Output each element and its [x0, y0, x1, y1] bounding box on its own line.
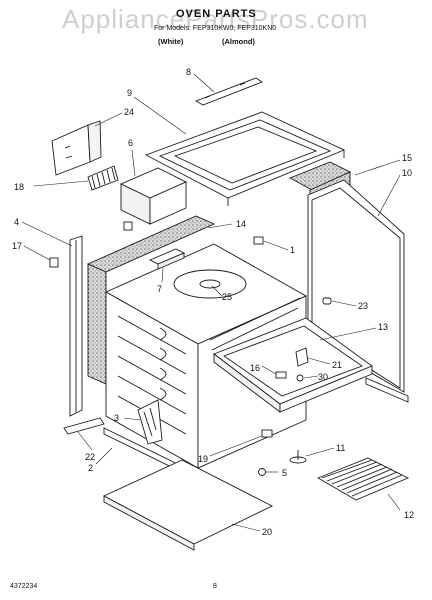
callout-24: 24 — [124, 107, 134, 117]
bottom-right-rail — [365, 377, 409, 403]
part-12-oven-rack — [316, 457, 410, 501]
part-22-bottom-rail — [63, 417, 105, 435]
model-subtitle: For Models: FEP310KW0, FEP310KN0 — [154, 25, 277, 32]
part-18-vent-grille — [87, 165, 119, 191]
page-number-footer: 8 — [213, 583, 217, 590]
part-23-fastener — [322, 297, 332, 305]
callout-14: 14 — [236, 219, 246, 229]
part-number-footer: 4372234 — [10, 583, 38, 590]
callout-21: 21 — [332, 360, 342, 370]
callout-23: 23 — [358, 301, 368, 311]
callout-25: 25 — [222, 292, 232, 302]
callout-4: 4 — [14, 217, 19, 227]
variant-white: (White) — [158, 37, 184, 46]
part-19-bracket — [261, 429, 273, 438]
part-6-vent-duct — [119, 167, 188, 231]
callout-5: 5 — [282, 468, 287, 478]
callout-13: 13 — [378, 322, 388, 332]
callout-15: 15 — [402, 153, 412, 163]
watermark-text: AppliancePartsPros.com — [62, 4, 369, 34]
part-13-broil-pan — [213, 317, 373, 413]
callout-2: 2 — [88, 463, 93, 473]
callout-22: 22 — [85, 452, 95, 462]
part-21-element-mount — [295, 347, 309, 367]
part-11-leveling-leg — [289, 450, 307, 464]
part-30-screw — [296, 374, 304, 382]
callout-3: 3 — [114, 413, 119, 423]
part-24-bracket-panel — [51, 120, 102, 176]
callout-labels: 8 9 24 6 15 10 18 4 14 1 17 7 25 23 13 2… — [12, 67, 414, 537]
callout-6: 6 — [128, 138, 133, 148]
part-3-hinge — [137, 399, 163, 445]
diagram-title: OVEN PARTS — [176, 8, 257, 20]
callout-12: 12 — [404, 510, 414, 520]
part-7-bracket — [148, 248, 186, 270]
callout-9: 9 — [127, 88, 132, 98]
callout-19: 19 — [198, 454, 208, 464]
part-1-clip — [253, 236, 264, 245]
callout-20: 20 — [262, 527, 272, 537]
part-4-left-side-panel — [69, 235, 83, 417]
callout-18: 18 — [14, 182, 24, 192]
variant-almond: (Almond) — [222, 37, 255, 46]
leader-lines — [21, 73, 401, 532]
callout-17: 17 — [12, 241, 22, 251]
part-16-broil-element-bracket — [275, 371, 287, 379]
part-8-vent-strip — [194, 77, 263, 106]
callout-1: 1 — [290, 245, 295, 255]
callout-8: 8 — [186, 67, 191, 77]
part-9-top-panel — [144, 111, 346, 206]
callout-7: 7 — [157, 284, 162, 294]
callout-10: 10 — [402, 168, 412, 178]
part-20-bottom-panel — [102, 459, 274, 551]
part-25-oval-baffle — [173, 269, 247, 299]
part-17-clip — [49, 257, 59, 268]
part-5-screw — [258, 468, 266, 476]
callout-30: 30 — [318, 372, 328, 382]
callout-16: 16 — [250, 363, 260, 373]
callout-11: 11 — [336, 443, 345, 453]
part-14-insulation-left — [86, 215, 216, 385]
